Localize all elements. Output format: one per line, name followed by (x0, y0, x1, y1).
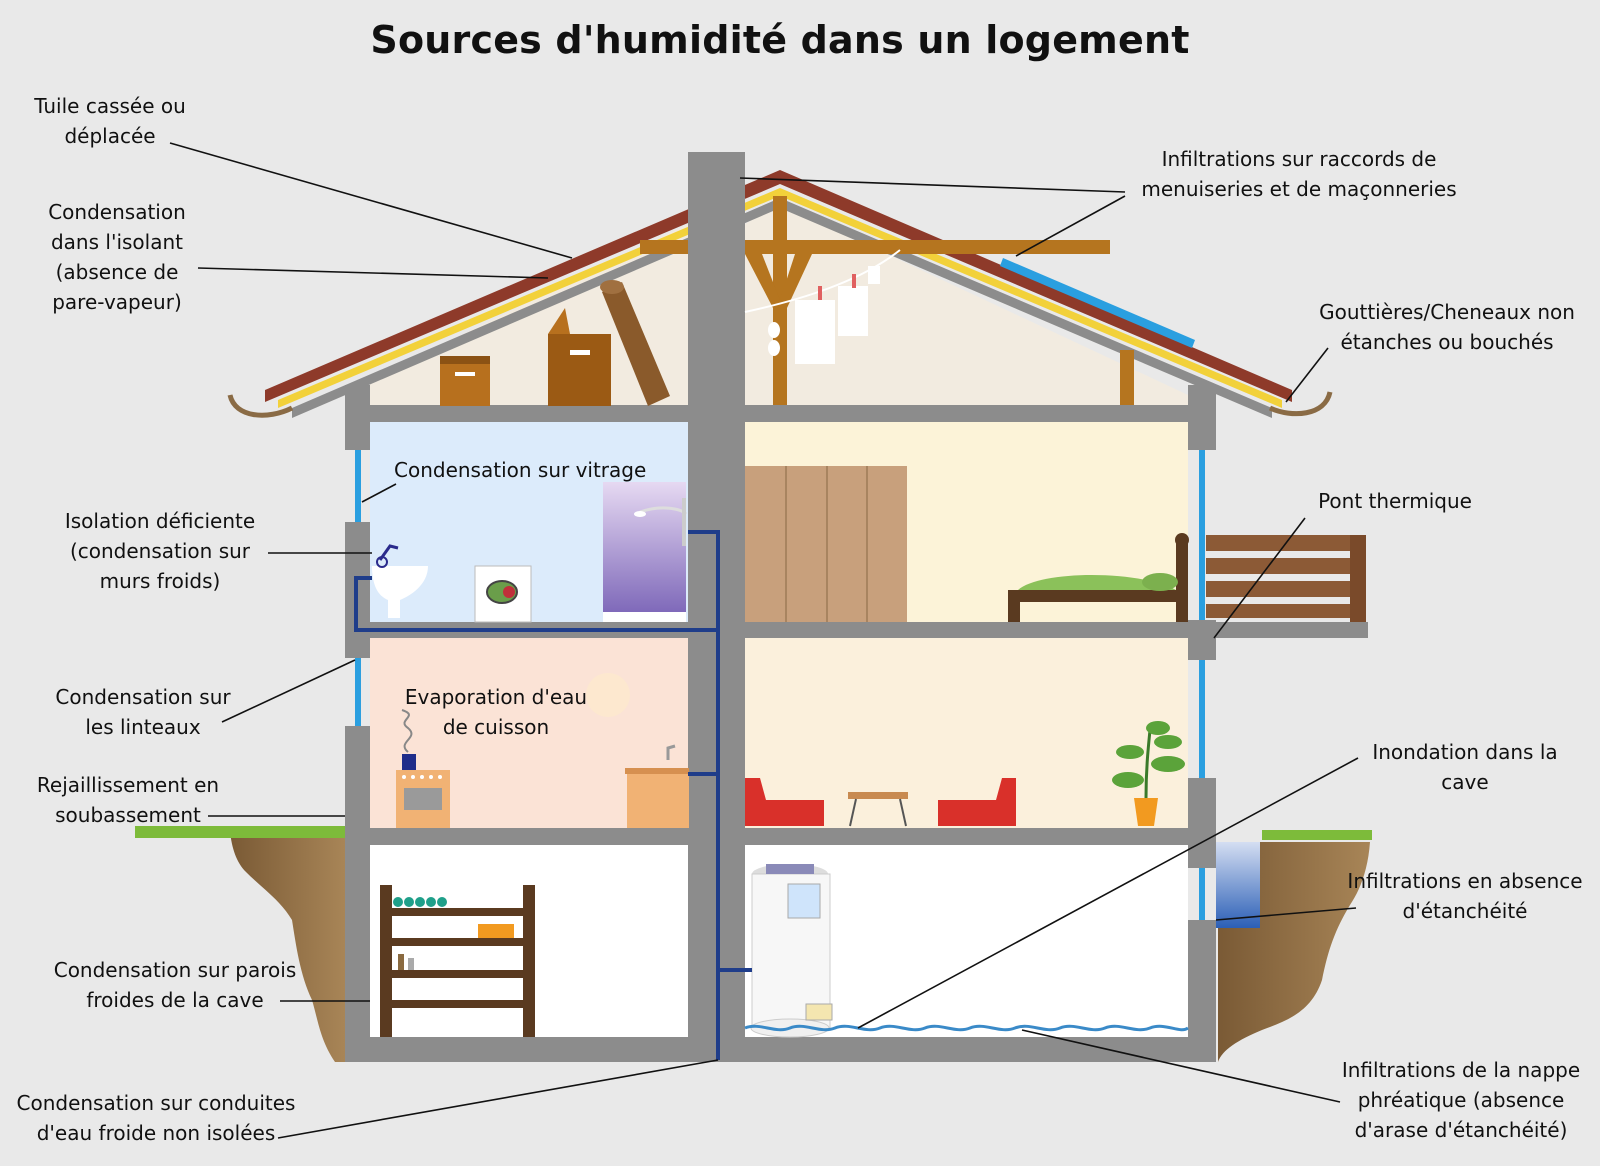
bedroom-furniture (745, 466, 1189, 622)
leader-lines (169, 142, 1359, 1139)
windows (355, 450, 1205, 920)
kitchen-fixtures (396, 673, 689, 828)
roof (227, 170, 1333, 418)
water-pipes (354, 530, 752, 1060)
balcony (1206, 535, 1366, 622)
label-vitrage: Condensation sur vitrage (394, 458, 647, 482)
label-isolation: Isolation déficiente(condensation sur mu… (64, 509, 256, 593)
page-title: Sources d'humidité dans un logement (370, 18, 1190, 62)
bathroom-fixtures (372, 482, 688, 623)
foundation-water-infiltration (1216, 842, 1260, 928)
cellar-items (380, 864, 1189, 1038)
label-pont-thermique: Pont thermique (1318, 489, 1472, 513)
living-room-furniture (745, 721, 1185, 827)
attic-items (440, 249, 901, 406)
